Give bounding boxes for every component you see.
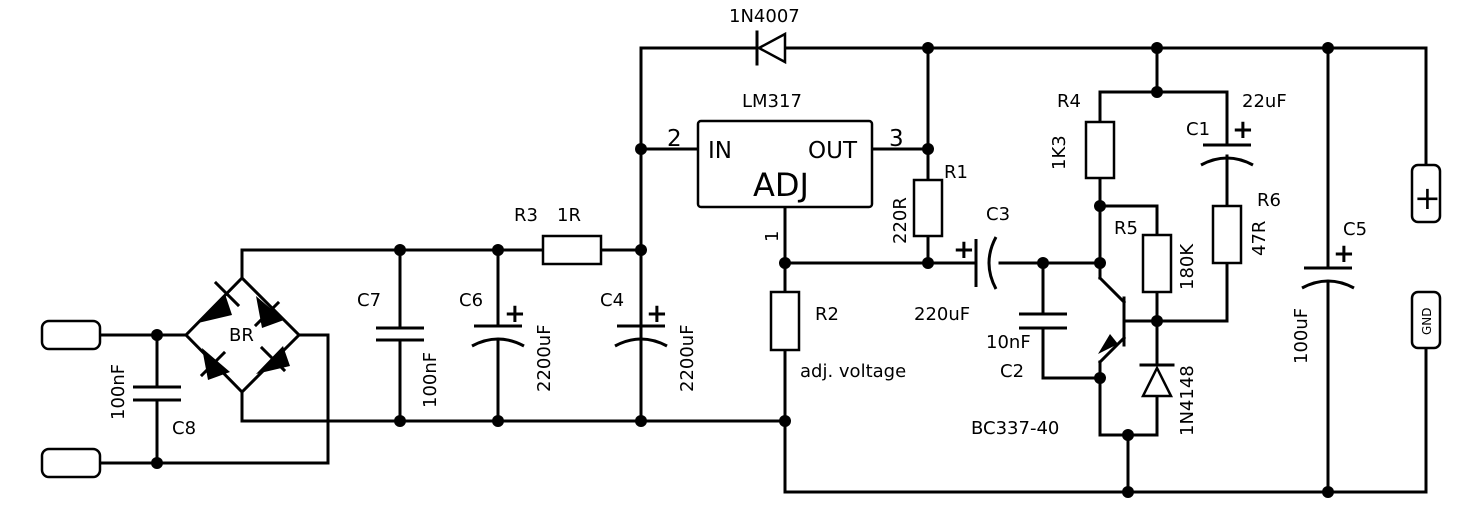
r4-value: 1K3 [1049,135,1070,170]
junction-dots [151,42,1334,498]
r4-ref: R4 [1057,91,1081,112]
r1-ref: R1 [944,162,968,183]
r6-value: 47R [1249,221,1270,256]
c8-value: 100nF [108,364,129,420]
transistor-bc337 [1097,275,1127,365]
resistor-r1 [912,178,944,238]
output-terminal-gnd [1410,290,1442,350]
bridge-rectifier [183,275,302,395]
resistor-r6 [1211,204,1243,265]
c7-value: 100nF [420,352,441,408]
diode-1n4148 [1139,363,1175,398]
output-terminal-plus [1410,163,1442,224]
capacitor-c8 [133,385,181,402]
r5-ref: R5 [1114,218,1138,239]
r1-value: 220R [890,197,911,244]
c1-ref: C1 [1186,119,1210,140]
regulator-pin2: 2 [667,126,682,152]
c2-ref: C2 [1000,361,1024,382]
c2-value: 10nF [986,332,1031,353]
diode-1n4007 [755,30,787,66]
resistor-r2 [769,290,801,352]
capacitor-c6 [471,324,525,348]
capacitor-c2 [1019,312,1067,330]
capacitor-c4 [614,324,668,348]
r2-ref: R2 [815,304,839,325]
c3-ref: C3 [986,204,1010,225]
terminal-plus-label: + [1414,179,1441,217]
c3-polarity: + [953,235,975,265]
c7-ref: C7 [357,290,381,311]
regulator-pin-in: IN [708,138,732,164]
capacitor-c7 [376,326,424,342]
regulator-pin-out: OUT [808,138,858,164]
wires [98,46,1428,494]
regulator-name: LM317 [742,91,802,112]
regulator-pin3: 3 [889,126,904,152]
regulator-pin-adj: ADJ [753,166,809,204]
terminal-gnd-label: GND [1420,307,1434,335]
c8-ref: C8 [172,418,196,439]
ac-input-terminal-bottom [40,447,102,479]
r6-ref: R6 [1257,190,1281,211]
resistor-r5 [1141,233,1173,294]
r3-ref: R3 [514,205,538,226]
c5-ref: C5 [1343,219,1367,240]
c3-value: 220uF [914,304,970,325]
c5-polarity: + [1333,239,1355,269]
c6-polarity: + [504,299,526,329]
resistor-r4 [1084,120,1116,180]
regulator-pin1: 1 [762,231,783,242]
c4-ref: C4 [600,290,624,311]
bridge-ref: BR [229,325,254,346]
regulator-lm317 [696,119,874,209]
capacitor-c3 [974,236,998,290]
transistor-label: BC337-40 [971,418,1059,439]
r5-value: 180K [1177,243,1198,290]
c4-value: 2200uF [677,324,698,392]
diode-1n4148-label: 1N4148 [1177,365,1198,436]
r3-value: 1R [557,205,581,226]
c6-value: 2200uF [534,324,555,392]
c1-value: 22uF [1242,91,1287,112]
c5-value: 100uF [1291,308,1312,364]
capacitor-c1 [1200,143,1254,167]
capacitor-c5 [1301,266,1355,290]
r2-note: adj. voltage [800,361,906,382]
resistor-r3 [541,234,603,266]
c4-polarity: + [646,299,668,329]
c1-polarity: + [1232,115,1254,145]
c6-ref: C6 [459,290,483,311]
ac-input-terminal-top [40,319,102,351]
diode-1n4007-label: 1N4007 [729,6,800,27]
